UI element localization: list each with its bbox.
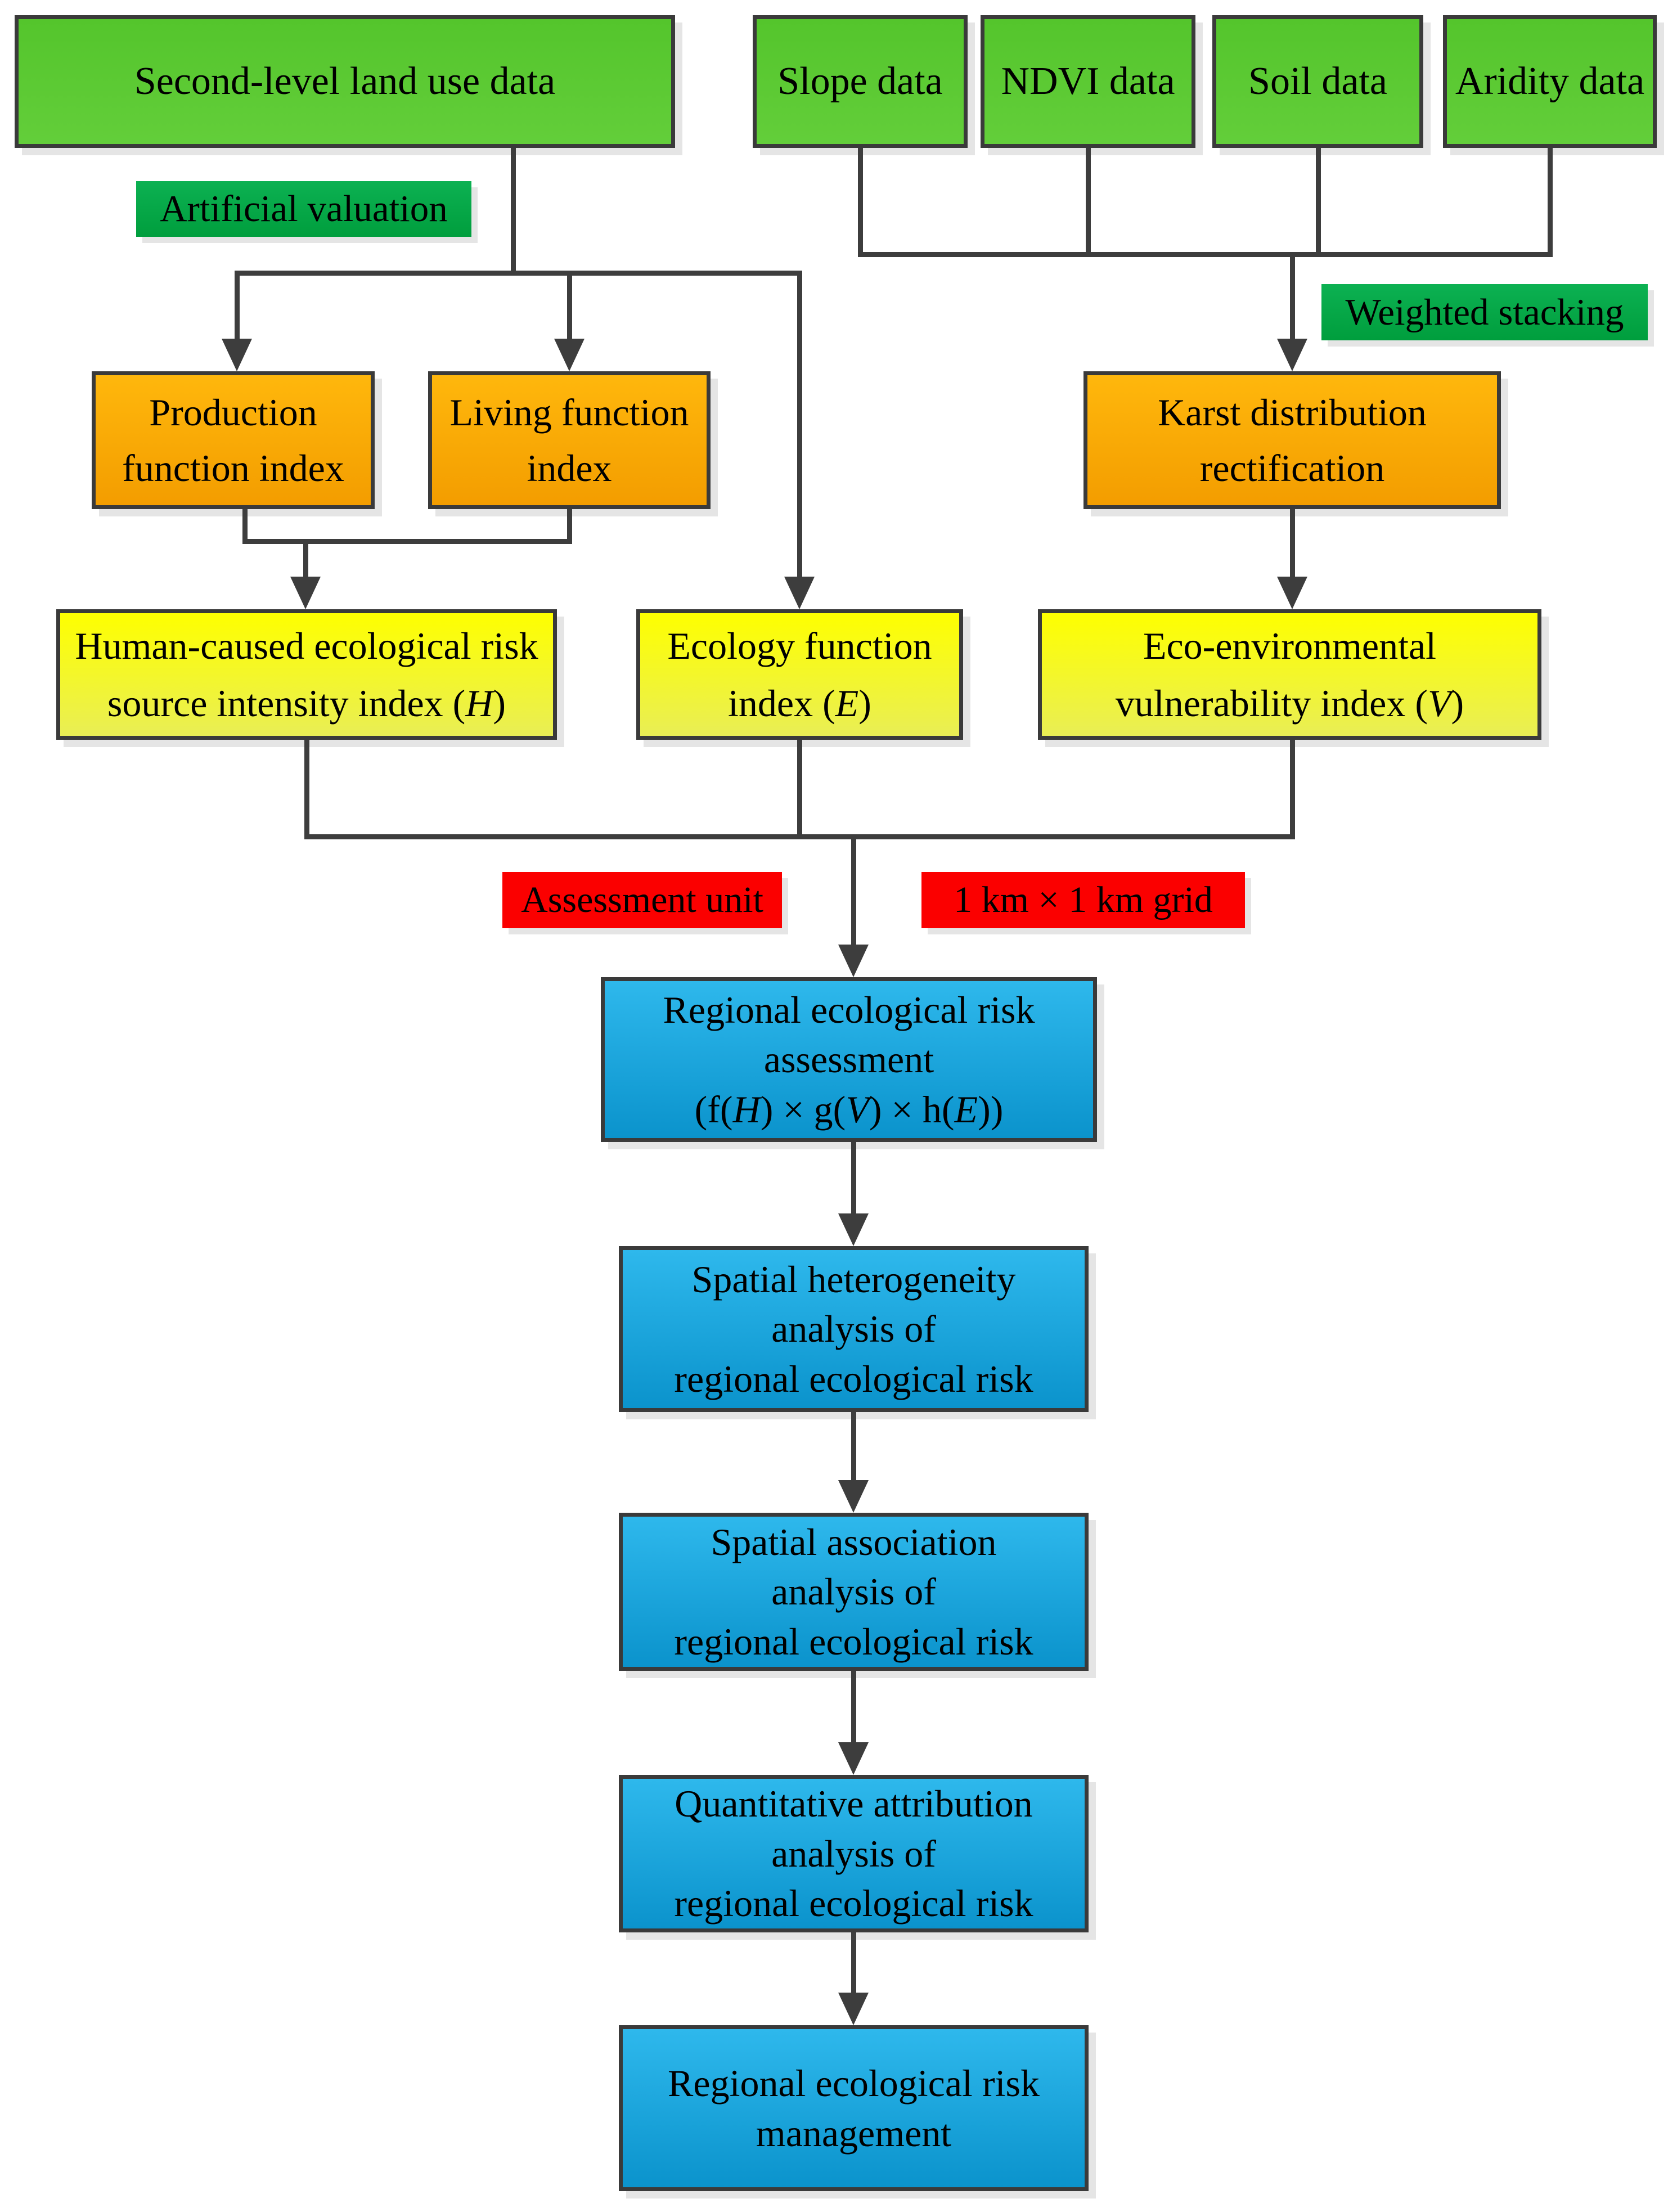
arrowhead-down-icon-4	[784, 577, 815, 609]
grid-1km-x-1km-text: 1 km × 1 km grid	[954, 879, 1213, 920]
artificial-valuation-text: Artificial valuation	[160, 188, 448, 230]
human-caused-risk-source-intensity-index-box: Human-caused ecological risk source inten…	[56, 609, 557, 740]
human-caused-risk-source-intensity-index-text: Human-caused ecological risk	[75, 624, 538, 667]
connector-vline-7	[1316, 148, 1321, 257]
karst-distribution-rectification-text: rectification	[1199, 446, 1385, 489]
connector-vline-5	[858, 148, 863, 257]
connector-vline-15	[303, 541, 308, 581]
aridity-data-box: Aridity data	[1443, 15, 1657, 148]
production-function-index-text: function index	[122, 446, 344, 489]
slope-data-box: Slope data	[753, 15, 968, 148]
arrowhead-down-icon-10	[1277, 339, 1307, 371]
living-function-index-text: Living function	[449, 390, 689, 434]
ecology-function-index-box: Ecology function index (E)	[636, 609, 963, 740]
connector-vline-23	[851, 1671, 856, 1747]
weighted-stacking-box: Weighted stacking	[1321, 284, 1648, 340]
soil-data-text: Soil data	[1248, 60, 1387, 103]
arrowhead-down-icon-3	[554, 339, 585, 371]
regional-ecological-risk-assessment-text: (f(H) × g(V) × h(E))	[694, 1087, 1004, 1131]
arrowhead-down-icon-23	[838, 1742, 869, 1775]
production-function-index-text: Production	[149, 390, 317, 434]
connector-vline-12	[242, 509, 248, 544]
soil-data-box: Soil data	[1212, 15, 1423, 148]
connector-vline-0	[511, 148, 516, 276]
spatial-heterogeneity-analysis-text: Spatial heterogeneity	[691, 1257, 1016, 1301]
artificial-valuation-box: Artificial valuation	[136, 181, 471, 237]
arrowhead-down-icon-24	[838, 1993, 869, 2025]
connector-hline-14	[242, 539, 572, 544]
connector-vline-10	[1290, 254, 1295, 343]
arrowhead-down-icon-2	[222, 339, 252, 371]
assessment-unit-box: Assessment unit	[502, 872, 782, 928]
eco-environmental-vulnerability-index-box: Eco-environmental vulnerability index (V)	[1038, 609, 1541, 740]
second-level-land-use-data-text: Second-level land use data	[134, 60, 556, 103]
regional-ecological-risk-assessment-box: Regional ecological risk assessment (f(H) …	[601, 977, 1097, 1142]
spatial-association-analysis-box: Spatial association analysis of regional e…	[619, 1513, 1089, 1671]
connector-vline-20	[851, 837, 856, 949]
ndvi-data-box: NDVI data	[981, 15, 1195, 148]
regional-ecological-risk-management-text: Regional ecological risk	[668, 2062, 1040, 2105]
quantitative-attribution-analysis-box: Quantitative attribution analysis of regio…	[619, 1775, 1089, 1932]
connector-vline-8	[1548, 148, 1553, 257]
quantitative-attribution-analysis-text: analysis of	[771, 1832, 936, 1875]
living-function-index-box: Living function index	[428, 371, 711, 509]
slope-data-text: Slope data	[777, 60, 943, 103]
assessment-unit-text: Assessment unit	[521, 879, 763, 920]
regional-ecological-risk-assessment-text: assessment	[763, 1038, 934, 1081]
connector-vline-17	[797, 740, 802, 839]
connector-hline-19	[304, 834, 1295, 839]
spatial-association-analysis-text: regional ecological risk	[674, 1620, 1033, 1663]
eco-environmental-vulnerability-index-text: Eco-environmental	[1143, 624, 1437, 667]
connector-vline-18	[1290, 740, 1295, 839]
connector-vline-4	[797, 273, 802, 581]
ecology-function-index-text: index (E)	[728, 682, 871, 725]
grid-1km-x-1km-box: 1 km × 1 km grid	[921, 872, 1245, 928]
connector-hline-1	[235, 271, 802, 276]
production-function-index-box: Production function index	[92, 371, 375, 509]
connector-vline-3	[567, 273, 572, 343]
quantitative-attribution-analysis-text: regional ecological risk	[674, 1882, 1033, 1925]
connector-vline-6	[1086, 148, 1091, 257]
connector-hline-9	[858, 252, 1553, 257]
connector-vline-11	[1290, 509, 1295, 581]
arrowhead-down-icon-20	[838, 945, 869, 977]
ndvi-data-text: NDVI data	[1001, 60, 1175, 103]
spatial-heterogeneity-analysis-text: regional ecological risk	[674, 1357, 1033, 1400]
human-caused-risk-source-intensity-index-text: source intensity index (H)	[107, 682, 506, 725]
spatial-association-analysis-text: Spatial association	[711, 1520, 997, 1563]
aridity-data-text: Aridity data	[1455, 60, 1645, 103]
karst-distribution-rectification-text: Karst distribution	[1158, 390, 1427, 434]
connector-vline-22	[851, 1412, 856, 1485]
connector-vline-16	[304, 740, 309, 839]
connector-vline-24	[851, 1932, 856, 1997]
spatial-association-analysis-text: analysis of	[771, 1570, 936, 1613]
weighted-stacking-text: Weighted stacking	[1345, 291, 1624, 333]
arrowhead-down-icon-11	[1277, 577, 1307, 609]
spatial-heterogeneity-analysis-text: analysis of	[771, 1307, 936, 1351]
quantitative-attribution-analysis-text: Quantitative attribution	[675, 1782, 1033, 1826]
arrowhead-down-icon-22	[838, 1480, 869, 1513]
ecology-function-index-text: Ecology function	[667, 624, 932, 667]
regional-ecological-risk-management-text: management	[756, 2111, 952, 2155]
living-function-index-text: index	[527, 446, 612, 489]
connector-vline-21	[851, 1142, 856, 1218]
eco-environmental-vulnerability-index-text: vulnerability index (V)	[1115, 682, 1464, 725]
regional-ecological-risk-assessment-text: Regional ecological risk	[663, 988, 1035, 1031]
second-level-land-use-data-box: Second-level land use data	[15, 15, 675, 148]
connector-vline-13	[567, 509, 572, 544]
spatial-heterogeneity-analysis-box: Spatial heterogeneity analysis of regional…	[619, 1246, 1089, 1412]
regional-ecological-risk-management-box: Regional ecological risk management	[619, 2025, 1089, 2191]
arrowhead-down-icon-21	[838, 1213, 869, 1246]
karst-distribution-rectification-box: Karst distribution rectification	[1083, 371, 1501, 509]
connector-vline-2	[235, 273, 240, 343]
arrowhead-down-icon-15	[290, 577, 321, 609]
